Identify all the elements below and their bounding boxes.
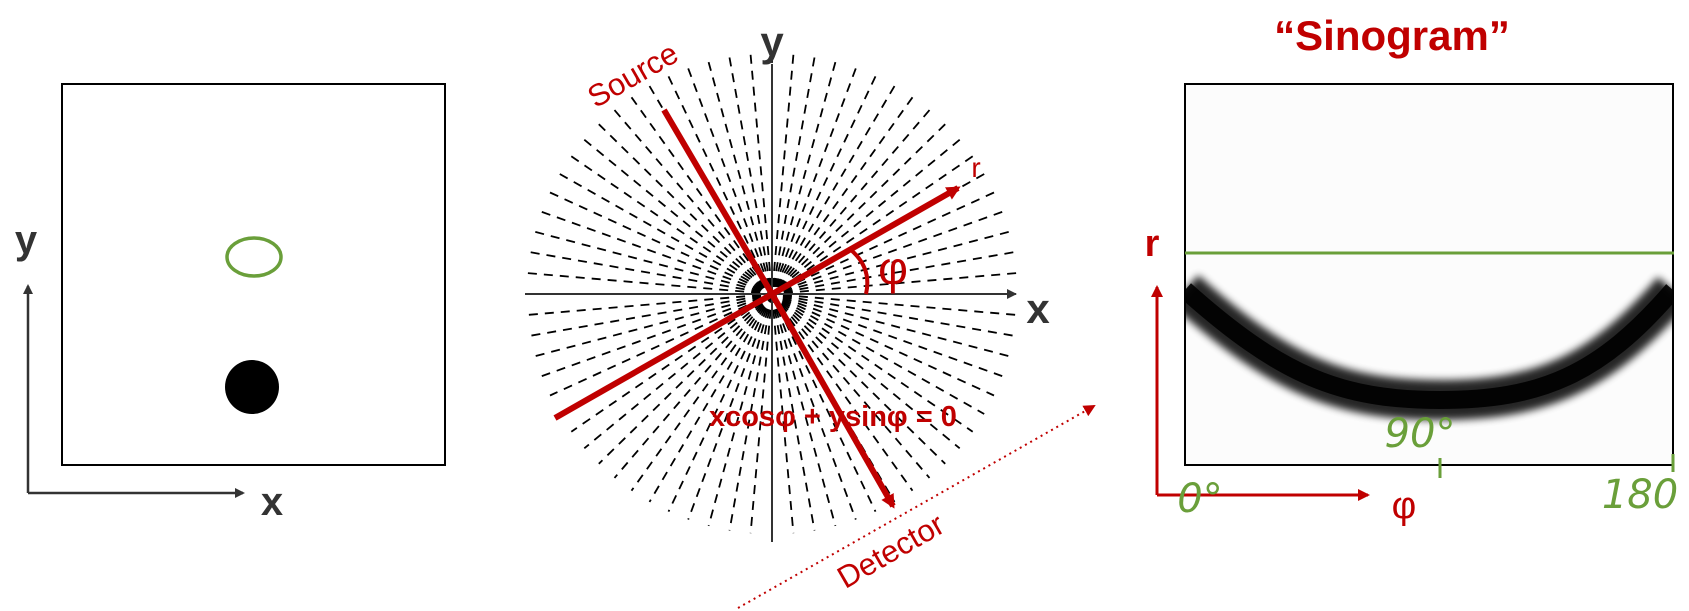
r-axis-label: r — [971, 152, 980, 183]
sinogram-trace-core — [1185, 283, 1673, 410]
projection-panel: y x φ r Source xcosφ + ysinφ = 0 Detecto… — [525, 18, 1096, 609]
phi-angle-label: φ — [878, 242, 908, 294]
phi-angle-arc — [849, 248, 870, 295]
object-panel: y x — [15, 83, 446, 524]
projection-x-label: x — [1026, 285, 1050, 332]
sinogram-phi-label: φ — [1392, 485, 1417, 527]
tick-label-0: 0° — [1177, 476, 1222, 522]
sinogram-frame — [1184, 83, 1674, 466]
detector-label: Detector — [831, 506, 950, 595]
line-equation: xcosφ + ysinφ = 0 — [709, 401, 957, 433]
source-label: Source — [581, 35, 684, 114]
object-y-label: y — [15, 218, 38, 262]
projection-y-label: y — [760, 18, 784, 65]
object-dot — [225, 360, 279, 414]
projection-direction-arrow — [769, 292, 896, 509]
object-x-label: x — [261, 480, 283, 524]
sinogram-title: “Sinogram” — [1274, 12, 1510, 59]
r-axis-line — [553, 185, 961, 421]
tick-label-180: 180 — [1602, 472, 1678, 518]
sinogram-r-label: r — [1145, 223, 1160, 265]
tick-label-90: 90° — [1385, 411, 1456, 457]
source-line — [661, 108, 775, 296]
sinogram-panel: “Sinogram” r φ 0° 90° 180 — [1145, 12, 1679, 527]
green-ellipse-marker — [225, 236, 283, 278]
detector-line — [737, 405, 1096, 609]
